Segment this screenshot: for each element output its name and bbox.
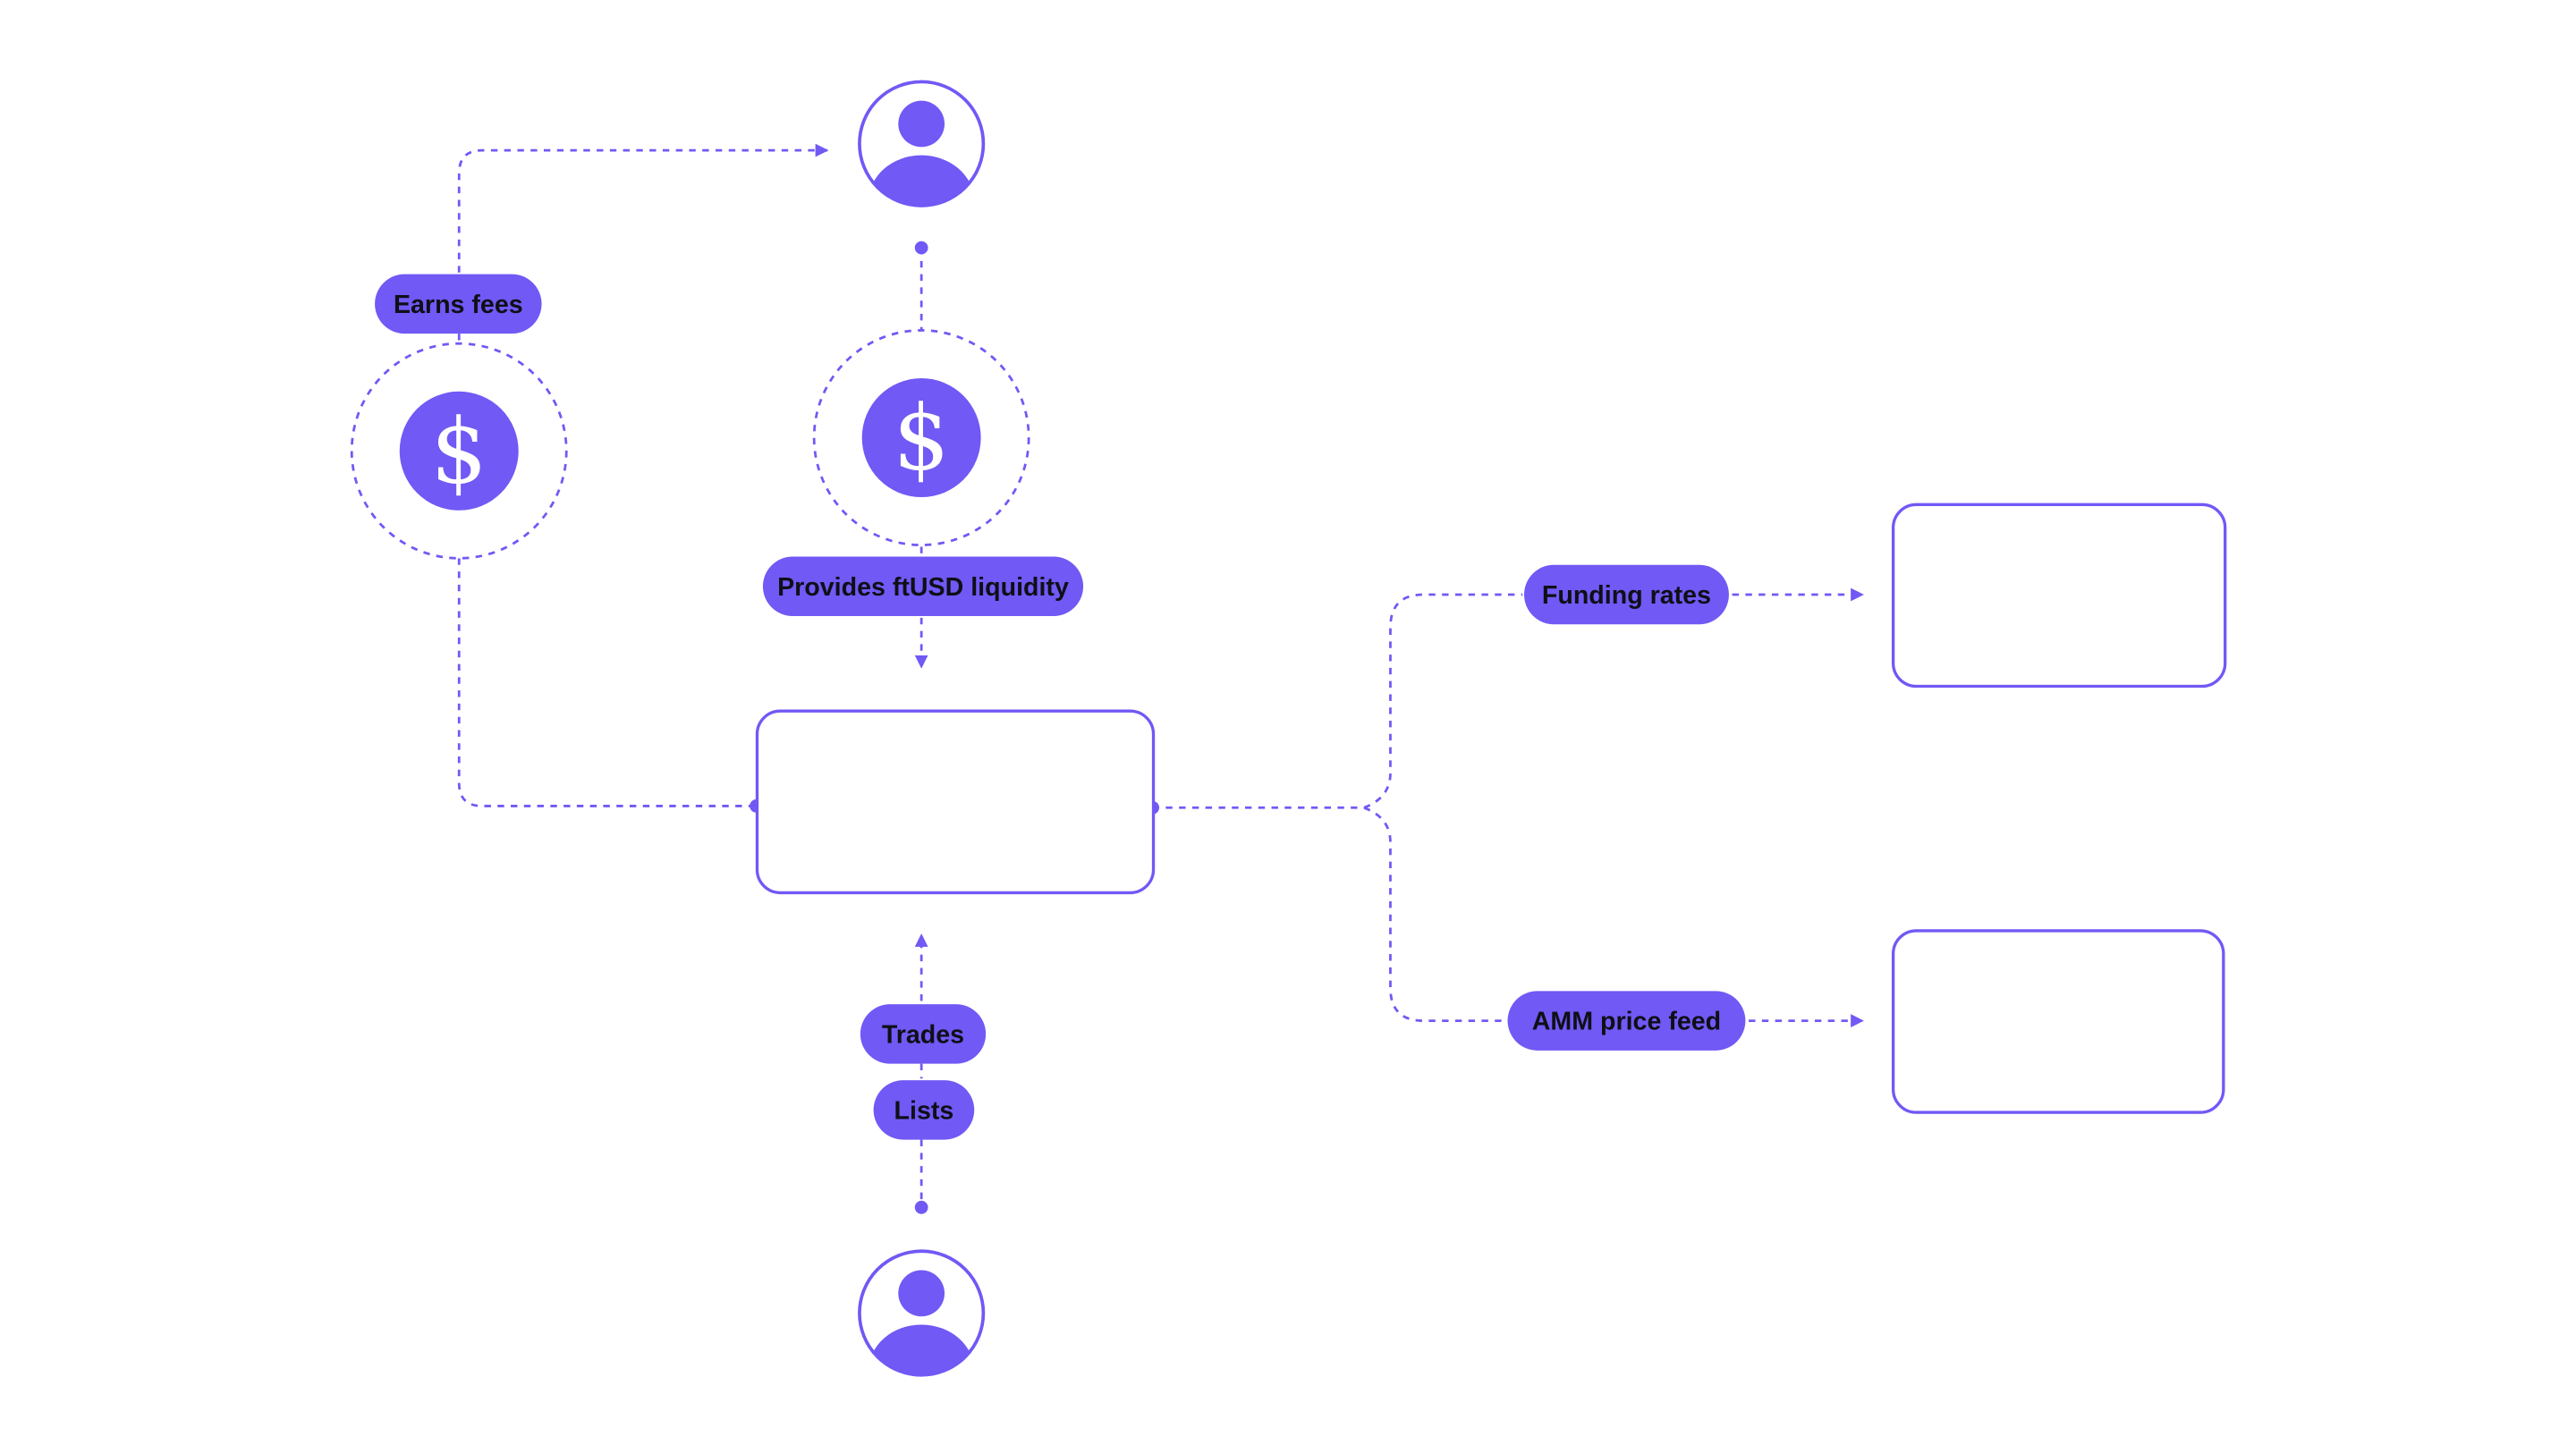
middle-coin-disc — [861, 378, 981, 498]
funding-rates-label: Funding rates — [1542, 581, 1711, 610]
left-coin: $ — [350, 342, 568, 560]
funding-rates-target-box — [1891, 503, 2227, 688]
lists-pill: Lists — [873, 1080, 975, 1140]
earns-fees-connector — [457, 143, 829, 273]
left-coin-symbol: $ — [431, 399, 487, 503]
funding-rates-pill: Funding rates — [1524, 564, 1729, 625]
top-user-node — [858, 80, 986, 207]
user-icon — [869, 100, 975, 206]
amm-price-feed-label: AMM price feed — [1532, 1008, 1721, 1036]
middle-coin-halo — [812, 329, 1030, 546]
branch-upper-connector — [1363, 593, 1523, 809]
user-icon — [869, 1270, 975, 1374]
dollar-coin-icon: $ — [861, 378, 981, 498]
amm-price-feed-pill: AMM price feed — [1507, 991, 1746, 1051]
top-user-dot — [914, 241, 928, 255]
trades-pill: Trades — [860, 1004, 987, 1064]
branch-lower-connector — [1363, 806, 1506, 1022]
middle-coin-symbol: $ — [893, 386, 949, 491]
center-box — [755, 709, 1156, 895]
coin-to-box-connector — [457, 558, 757, 807]
middle-coin: $ — [812, 329, 1030, 546]
earns-fees-pill: Earns fees — [375, 274, 542, 334]
left-coin-disc — [399, 391, 519, 511]
earns-fees-label: Earns fees — [394, 291, 523, 319]
amm-feed-target-box — [1891, 929, 2225, 1114]
lists-label: Lists — [894, 1096, 954, 1125]
trades-label: Trades — [882, 1021, 964, 1050]
provides-liquidity-pill: Provides ftUSD liquidity — [762, 556, 1084, 617]
provides-liquidity-label: Provides ftUSD liquidity — [777, 573, 1069, 602]
left-coin-halo — [350, 342, 568, 560]
bottom-user-dot — [914, 1200, 928, 1214]
bottom-user-node — [858, 1249, 986, 1377]
dollar-coin-icon: $ — [399, 391, 519, 511]
